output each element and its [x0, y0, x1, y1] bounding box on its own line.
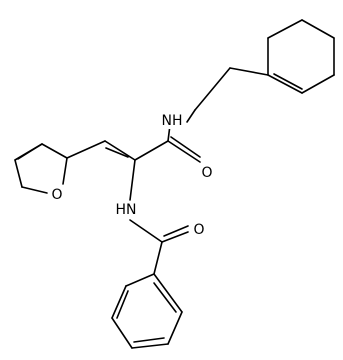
carbonyl-o-label-top: O: [201, 165, 212, 181]
furan-ring: [14, 140, 106, 194]
amide-hn-label-lower: HN: [116, 202, 137, 218]
amide-nh-label-top: NH: [162, 113, 183, 129]
carbonyl-o-label-lower: O: [193, 222, 204, 238]
furan-o-label: O: [51, 187, 62, 203]
lower-amide: [129, 159, 189, 275]
upper-amide: [134, 124, 201, 163]
vinyl-double-bond: [104, 140, 136, 161]
atom-labels: NH O O HN O: [50, 113, 214, 238]
cyclohexene-ring: [267, 19, 335, 94]
ethyl-linker: [186, 67, 269, 123]
benzene-ring: [111, 273, 183, 349]
